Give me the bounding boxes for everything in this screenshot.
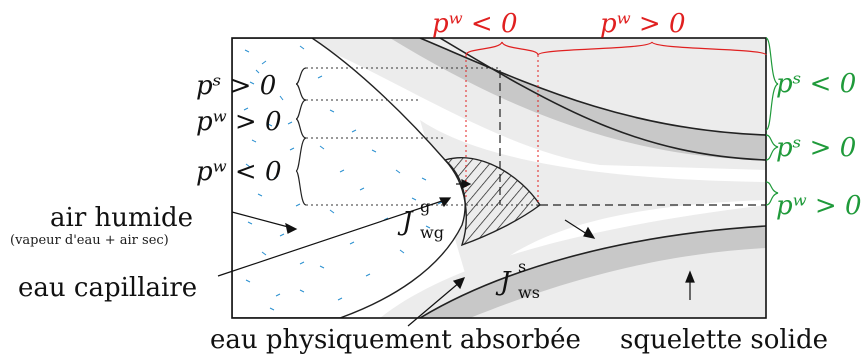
label-pw-negative-top: pʷ < 0 — [432, 9, 518, 39]
flux-jws-main: J — [495, 267, 512, 297]
flux-jwg-sup: g — [420, 197, 430, 216]
right-brace-top — [765, 37, 779, 131]
label-pw-positive-top: pʷ > 0 — [600, 9, 686, 39]
capillary-meniscus — [443, 157, 541, 247]
solid-boundary-bottom — [419, 225, 766, 318]
frame — [231, 37, 767, 319]
label-pw-negative-left: pʷ < 0 — [196, 157, 282, 187]
flux-jwg-main: J — [397, 207, 414, 237]
label-pw-positive-right: pʷ > 0 — [776, 191, 862, 221]
right-brace-bottom — [765, 181, 779, 206]
label-adsorbed-water: eau physiquement absorbée — [210, 325, 581, 355]
label-capillary-water: eau capillaire — [18, 273, 197, 303]
label-solid-skeleton: squelette solide — [620, 325, 828, 355]
label-humid-air-detail: (vapeur d'eau + air sec) — [10, 233, 169, 248]
left-brace-1 — [295, 67, 307, 101]
pointer-arrows — [217, 179, 695, 327]
top-brace-right — [537, 39, 767, 56]
flux-jws-sub: ws — [518, 283, 540, 302]
left-brace-3 — [295, 137, 307, 206]
flux-jws: J s ws — [495, 257, 540, 302]
flux-jws-sup: s — [518, 257, 526, 276]
label-ps-positive-left: pˢ > 0 — [196, 71, 276, 101]
solid-band-top — [390, 38, 766, 160]
solid-boundary-top-inner — [439, 38, 766, 161]
left-brace-2 — [295, 99, 307, 139]
solid-boundary-top — [419, 38, 766, 136]
label-humid-air: air humide — [50, 203, 193, 233]
top-brace-left — [465, 41, 539, 56]
label-ps-positive-right: pˢ > 0 — [776, 133, 856, 163]
solid-band-bottom — [420, 226, 766, 318]
flux-jwg: J g wg — [397, 197, 444, 242]
right-brace-middle — [765, 134, 779, 161]
label-pw-positive-left: pʷ > 0 — [196, 107, 282, 137]
vapor-dashes — [243, 45, 443, 311]
flux-jwg-sub: wg — [420, 223, 444, 242]
label-ps-negative-right: pˢ < 0 — [776, 69, 856, 99]
